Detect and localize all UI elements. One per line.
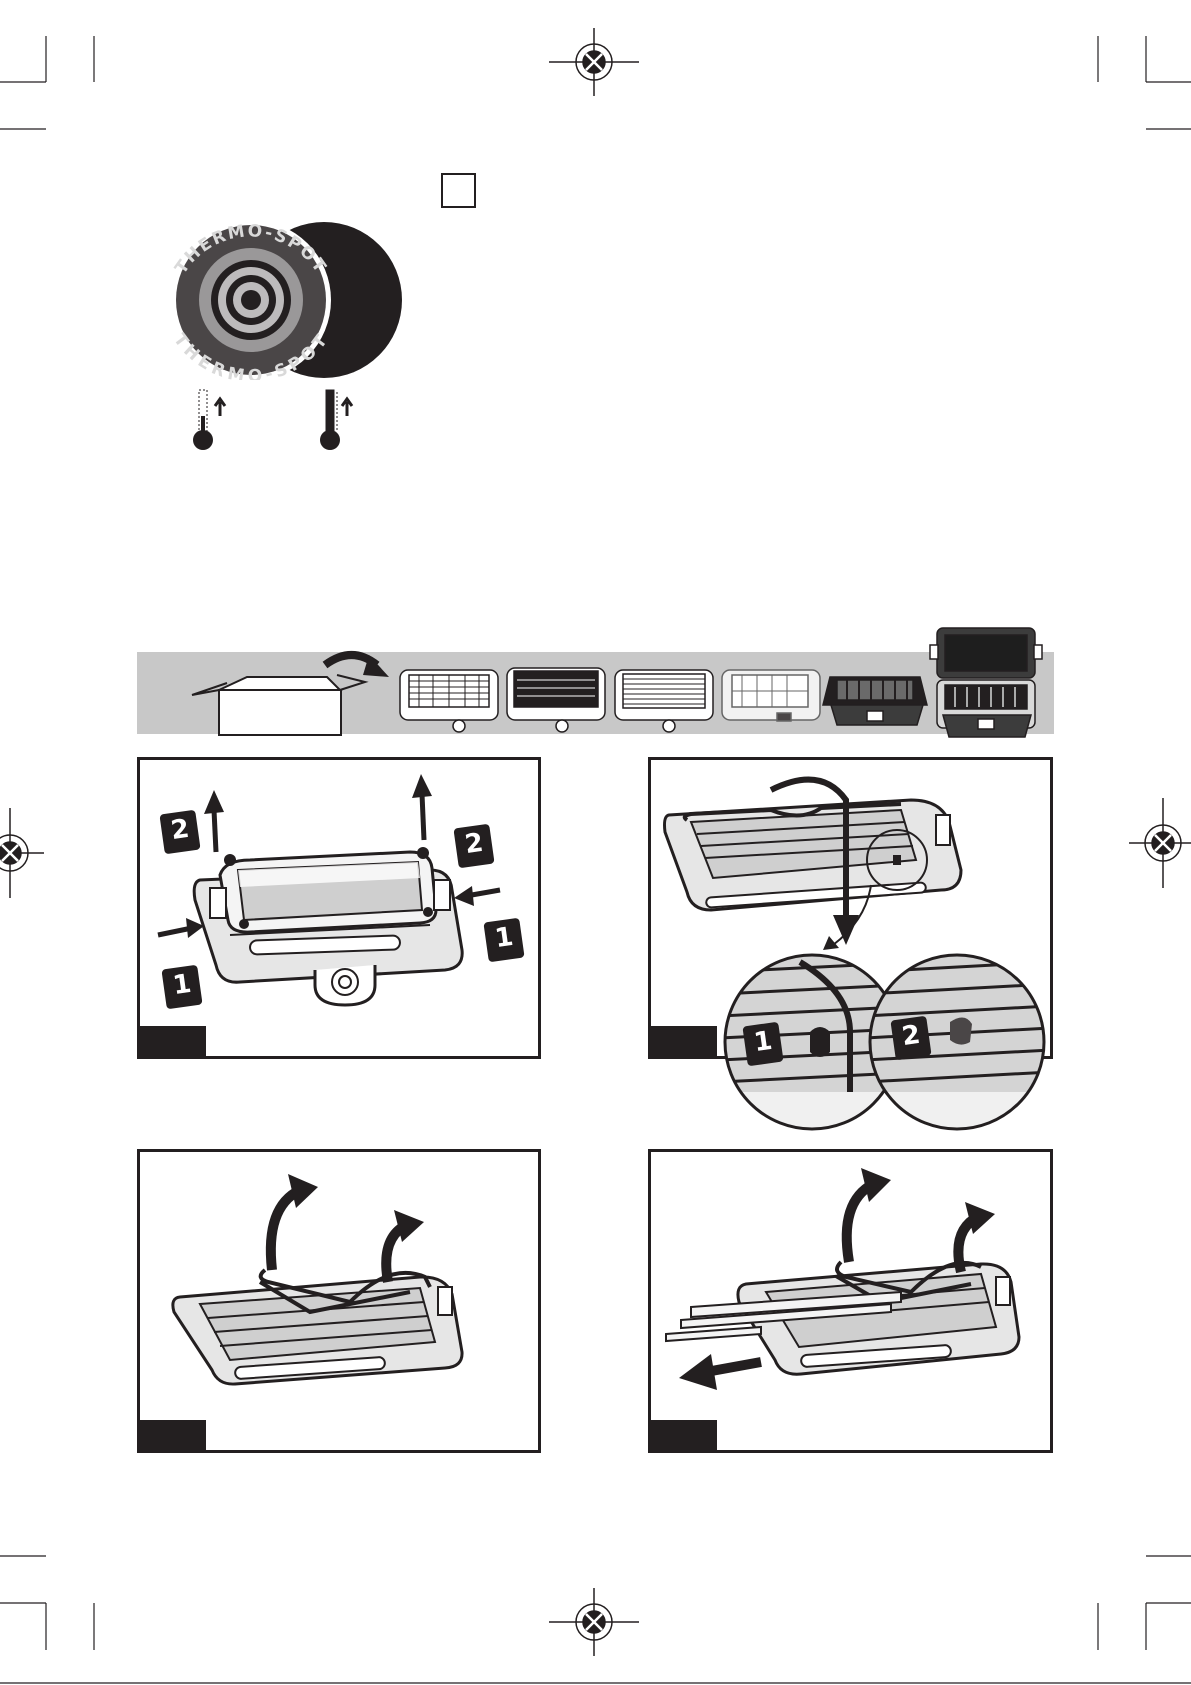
step-panel-lift-grid [137,1149,541,1453]
panel-number-tab [651,1420,717,1450]
thermo-spot-indicator: THERMO-SPOT THERMO-SPOT [136,220,406,380]
registration-mark-icon [1129,798,1191,888]
panel-number-tab [651,1026,717,1056]
grill-model-5 [823,677,927,725]
registration-mark-icon [0,808,44,898]
grill-model-3 [615,670,713,732]
grill-model-2 [507,668,605,732]
grill-model-6 [930,628,1042,737]
product-lineup [137,625,1054,740]
panel-number-tab [140,1026,206,1056]
registration-mark-icon [549,28,639,96]
illustration-remove-heater [651,1152,1050,1450]
panel-number-tab [140,1420,206,1450]
open-box-icon [192,675,365,735]
grill-model-1 [400,670,498,732]
step-panel-remove-grill-plate: 2 2 1 1 [137,757,541,1059]
grill-model-4 [722,670,820,721]
registration-mark-icon [549,1588,639,1656]
illustration-lift-grid [140,1152,538,1450]
illustration-remove-plate [140,760,538,1056]
thermometer-rising-icon [190,386,240,452]
step-panel-remove-heating-element [648,1149,1053,1453]
thermometer-rising-icon [317,386,367,452]
empty-label-box [441,173,476,208]
